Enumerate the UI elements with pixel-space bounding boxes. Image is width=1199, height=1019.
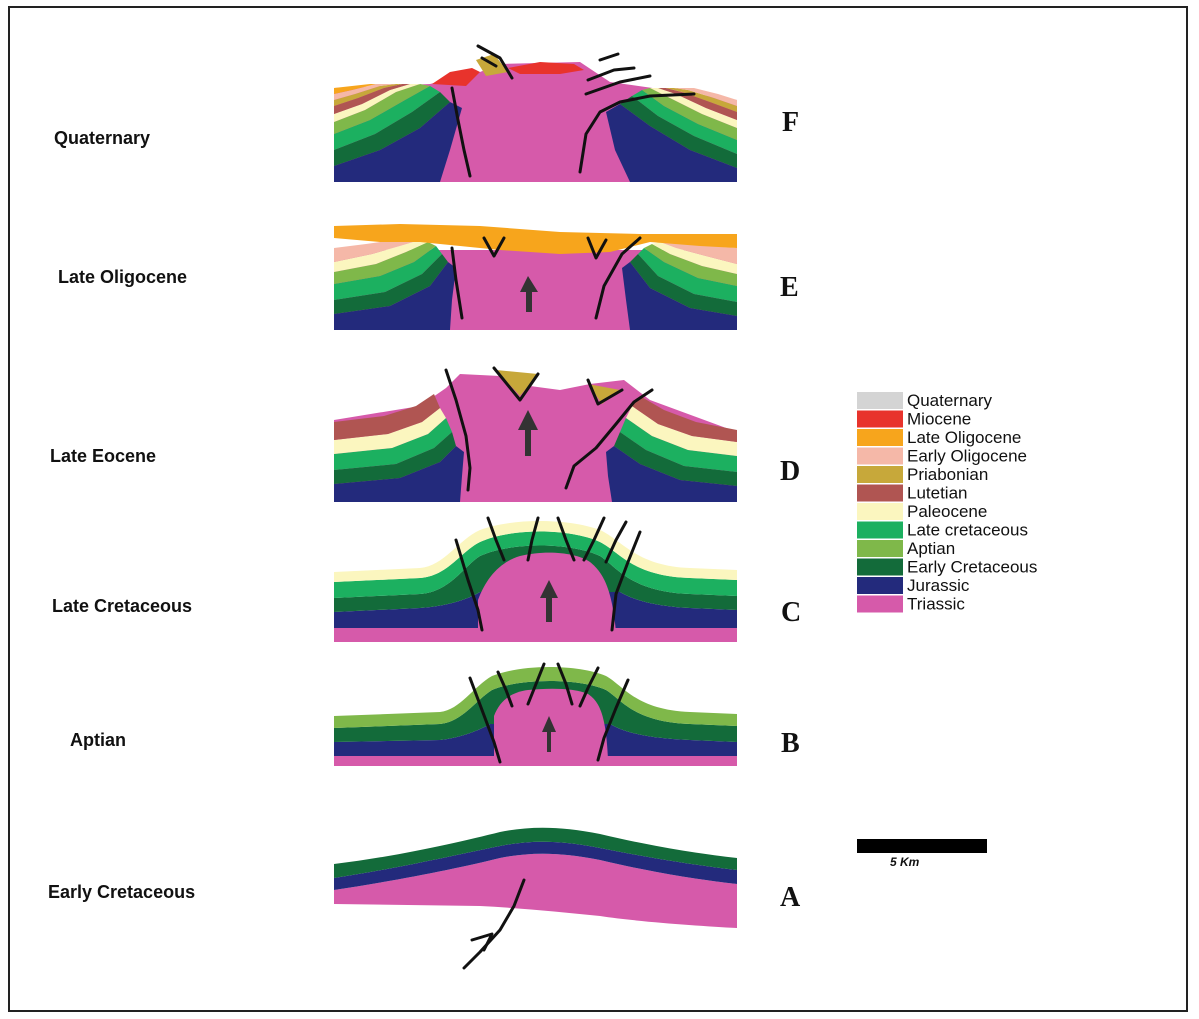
legend-label: Quaternary [907,391,993,410]
scale-bar-label: 5 Km [890,855,920,869]
legend-label: Priabonian [907,465,988,484]
legend-swatch [857,522,903,539]
cross-section-f [334,46,737,182]
era-label-e: Late Oligocene [58,267,187,287]
cross-section-e [334,224,737,330]
legend-label: Triassic [907,595,965,614]
cross-section-c [334,518,737,642]
legend-label: Paleocene [907,502,987,521]
era-label-f: Quaternary [54,128,150,148]
legend-label: Early Oligocene [907,447,1027,466]
legend-swatch [857,559,903,576]
stage-label-f: F [782,107,799,138]
cross-section-d [334,368,737,502]
legend-swatch [857,429,903,446]
era-label-b: Aptian [70,730,126,750]
scale-bar [857,839,987,853]
legend-swatch [857,577,903,594]
legend-swatch [857,411,903,428]
legend-label: Miocene [907,410,971,429]
legend-swatch [857,448,903,465]
cross-section-a [334,828,737,968]
era-label-c: Late Cretaceous [52,596,192,616]
legend-label: Late Oligocene [907,428,1021,447]
legend-swatch [857,466,903,483]
legend-label: Jurassic [907,576,970,595]
legend-label: Early Cretaceous [907,558,1037,577]
legend-label: Aptian [907,539,955,558]
legend-swatch [857,503,903,520]
stage-label-c: C [781,597,801,628]
cross-section-b [334,664,737,766]
stage-label-d: D [780,456,800,487]
legend-swatch [857,540,903,557]
legend-label: Late cretaceous [907,521,1028,540]
era-label-d: Late Eocene [50,446,156,466]
legend-label: Lutetian [907,484,968,503]
legend-swatch [857,485,903,502]
era-label-a: Early Cretaceous [48,882,195,902]
stage-label-b: B [781,728,800,759]
legend-swatch [857,596,903,613]
stage-label-e: E [780,272,799,303]
stage-label-a: A [780,882,801,913]
legend-swatch [857,392,903,409]
